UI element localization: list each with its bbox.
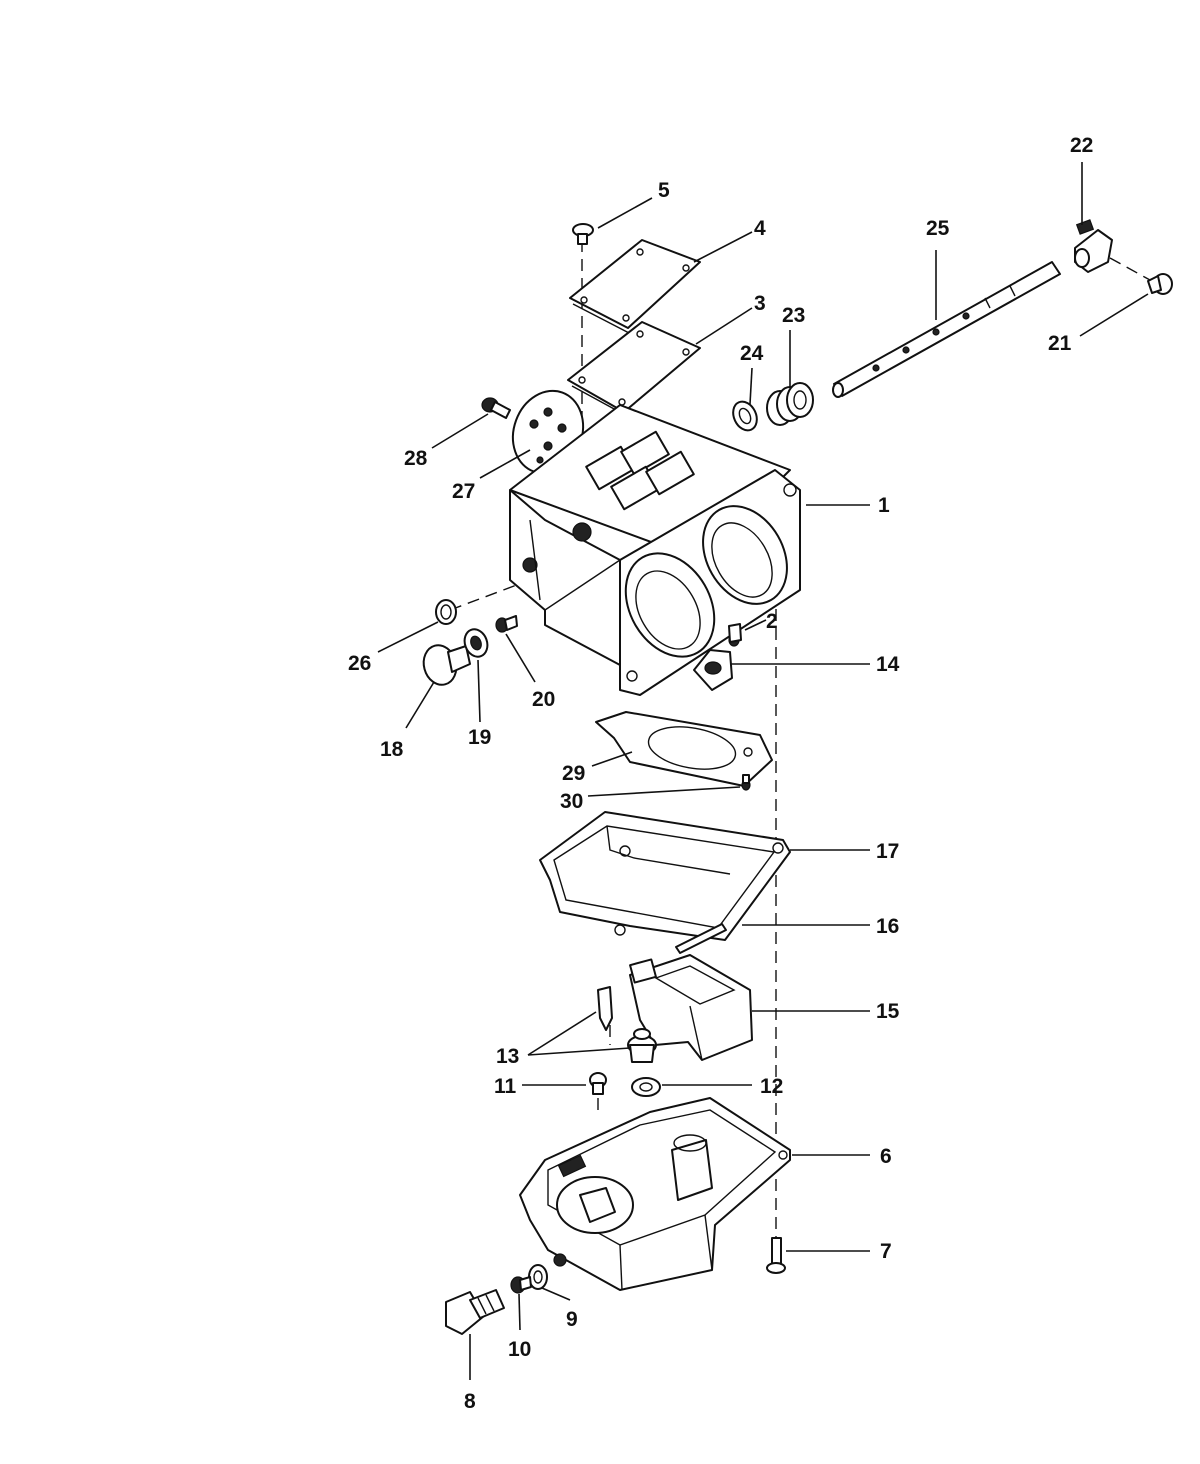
leader-21 xyxy=(1079,293,1149,337)
callout-25: 25 xyxy=(926,217,950,240)
part-3-gasket xyxy=(567,321,701,417)
leader-4 xyxy=(693,231,753,263)
callout-2: 2 xyxy=(766,610,778,633)
callout-12: 12 xyxy=(760,1075,783,1098)
callout-23: 23 xyxy=(782,304,805,327)
leader-9 xyxy=(541,1287,571,1301)
callout-7: 7 xyxy=(880,1240,892,1263)
part-15-float xyxy=(629,954,753,1061)
part-19-washer xyxy=(463,628,489,658)
callout-26: 26 xyxy=(348,652,371,675)
callout-8: 8 xyxy=(464,1390,476,1413)
leader-30 xyxy=(587,786,741,797)
callout-5: 5 xyxy=(658,179,670,202)
callout-1: 1 xyxy=(878,494,890,517)
callout-14: 14 xyxy=(876,653,900,676)
leader-24 xyxy=(749,367,753,405)
callout-10: 10 xyxy=(508,1338,531,1361)
callout-29: 29 xyxy=(562,762,585,785)
part-21-screw xyxy=(1147,273,1173,295)
leader-28 xyxy=(431,413,489,449)
leader-5 xyxy=(597,197,653,229)
callout-20: 20 xyxy=(532,688,555,711)
callout-27: 27 xyxy=(452,480,475,503)
part-26-clip xyxy=(435,599,457,625)
part-28-screw xyxy=(481,397,511,419)
leader-18 xyxy=(405,681,435,729)
part-20-screw xyxy=(495,615,518,633)
callout-24: 24 xyxy=(740,342,764,365)
callout-18: 18 xyxy=(380,738,404,761)
part-2-screw xyxy=(728,623,742,647)
callout-16: 16 xyxy=(876,915,899,938)
leader-20 xyxy=(505,633,536,683)
callout-6: 6 xyxy=(880,1145,892,1168)
part-14-grommet xyxy=(693,649,733,691)
callout-19: 19 xyxy=(468,726,491,749)
part-24-washer xyxy=(732,400,758,432)
leader-29 xyxy=(591,751,633,767)
part-16-pin xyxy=(675,923,727,954)
callout-15: 15 xyxy=(876,1000,900,1023)
alignment-line-clip xyxy=(449,579,531,611)
callout-21: 21 xyxy=(1048,332,1072,355)
callout-22: 22 xyxy=(1070,134,1093,157)
callout-17: 17 xyxy=(876,840,899,863)
leader-3 xyxy=(695,307,753,345)
leader-13a xyxy=(527,1011,597,1056)
part-29-gasket xyxy=(595,711,773,787)
part-30-screw xyxy=(741,774,751,791)
part-23-spring xyxy=(766,382,814,426)
leader-27 xyxy=(479,449,531,479)
callout-11: 11 xyxy=(494,1075,517,1098)
leader-2 xyxy=(744,619,767,631)
leader-13b xyxy=(527,1047,631,1056)
part-25-shaft xyxy=(832,261,1061,398)
part-6-float-bowl xyxy=(519,1097,791,1291)
part-17-gasket xyxy=(539,811,791,941)
leader-26 xyxy=(377,621,439,653)
part-18-plug xyxy=(422,644,471,686)
leader-19 xyxy=(477,659,481,723)
callout-4: 4 xyxy=(754,217,766,240)
leader-10 xyxy=(518,1293,521,1331)
callout-28: 28 xyxy=(404,447,428,470)
callout-9: 9 xyxy=(566,1308,578,1331)
part-10-jet xyxy=(510,1276,532,1294)
callout-3: 3 xyxy=(754,292,766,315)
alignment-line-screw-21 xyxy=(1109,257,1151,281)
part-12-washer xyxy=(631,1077,661,1097)
part-11-screw xyxy=(589,1072,607,1095)
callout-13: 13 xyxy=(496,1045,519,1068)
part-7-screw xyxy=(766,1237,786,1274)
part-1-throttle-body xyxy=(509,404,801,696)
part-4-cover-plate xyxy=(569,239,701,335)
part-5-screw xyxy=(572,223,594,245)
part-22-lever xyxy=(1074,219,1113,273)
callout-30: 30 xyxy=(560,790,583,813)
part-13-needle-valve xyxy=(597,986,657,1063)
part-8-plug xyxy=(445,1289,505,1335)
